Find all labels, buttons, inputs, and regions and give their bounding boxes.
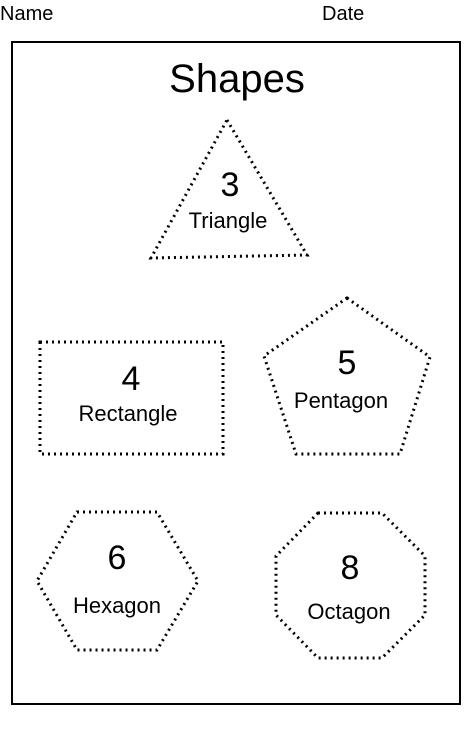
shape-triangle: 3 Triangle [148,116,310,260]
worksheet-border [11,41,461,705]
octagon-outline [274,511,427,660]
shape-rectangle: 4 Rectangle [38,340,225,456]
shape-hexagon: 6 Hexagon [35,510,200,652]
pentagon-sides-number: 5 [338,344,357,382]
octagon-sides-number: 8 [341,549,360,587]
octagon-label: Octagon [307,599,390,624]
triangle-sides-number: 3 [221,166,240,204]
pentagon-outline [262,296,432,456]
rectangle-outline [38,340,225,456]
name-label: Name [0,3,54,25]
shape-octagon: 8 Octagon [274,511,427,660]
worksheet-title: Shapes [169,57,305,101]
hexagon-sides-number: 6 [108,539,127,577]
date-label: Date [322,3,365,25]
rectangle-label: Rectangle [78,401,177,426]
triangle-outline [148,116,310,260]
rectangle-sides-number: 4 [122,360,141,398]
hexagon-label: Hexagon [73,593,161,618]
hexagon-outline [35,510,200,652]
triangle-label: Triangle [189,208,268,233]
pentagon-label: Pentagon [294,388,388,413]
shape-pentagon: 5 Pentagon [262,296,432,456]
